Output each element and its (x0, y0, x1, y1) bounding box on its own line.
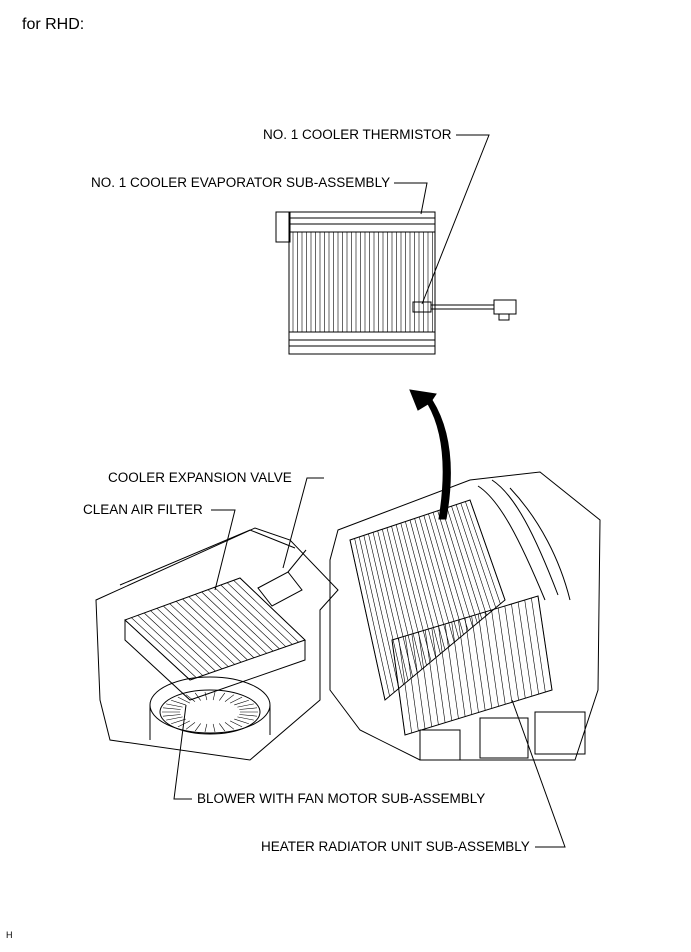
leader-air-filter (211, 509, 236, 591)
label-expansion-valve: COOLER EXPANSION VALVE (108, 470, 292, 485)
label-thermistor: NO. 1 COOLER THERMISTOR (263, 127, 452, 142)
leader-thermistor (421, 134, 490, 305)
removal-arrow (409, 389, 451, 520)
leader-expansion-valve (282, 477, 324, 569)
hvac-unit-illustration (95, 471, 601, 761)
label-blower: BLOWER WITH FAN MOTOR SUB-ASSEMBLY (197, 791, 486, 806)
page-title: for RHD: (22, 16, 85, 33)
leader-heater (511, 699, 566, 848)
label-heater: HEATER RADIATOR UNIT SUB-ASSEMBLY (261, 839, 530, 854)
leader-evaporator (394, 182, 428, 215)
evaporator-illustration (275, 211, 517, 355)
label-evaporator: NO. 1 COOLER EVAPORATOR SUB-ASSEMBLY (91, 175, 391, 190)
label-air-filter: CLEAN AIR FILTER (83, 502, 203, 517)
figure-code: H (6, 930, 13, 940)
leader-blower (173, 704, 192, 800)
